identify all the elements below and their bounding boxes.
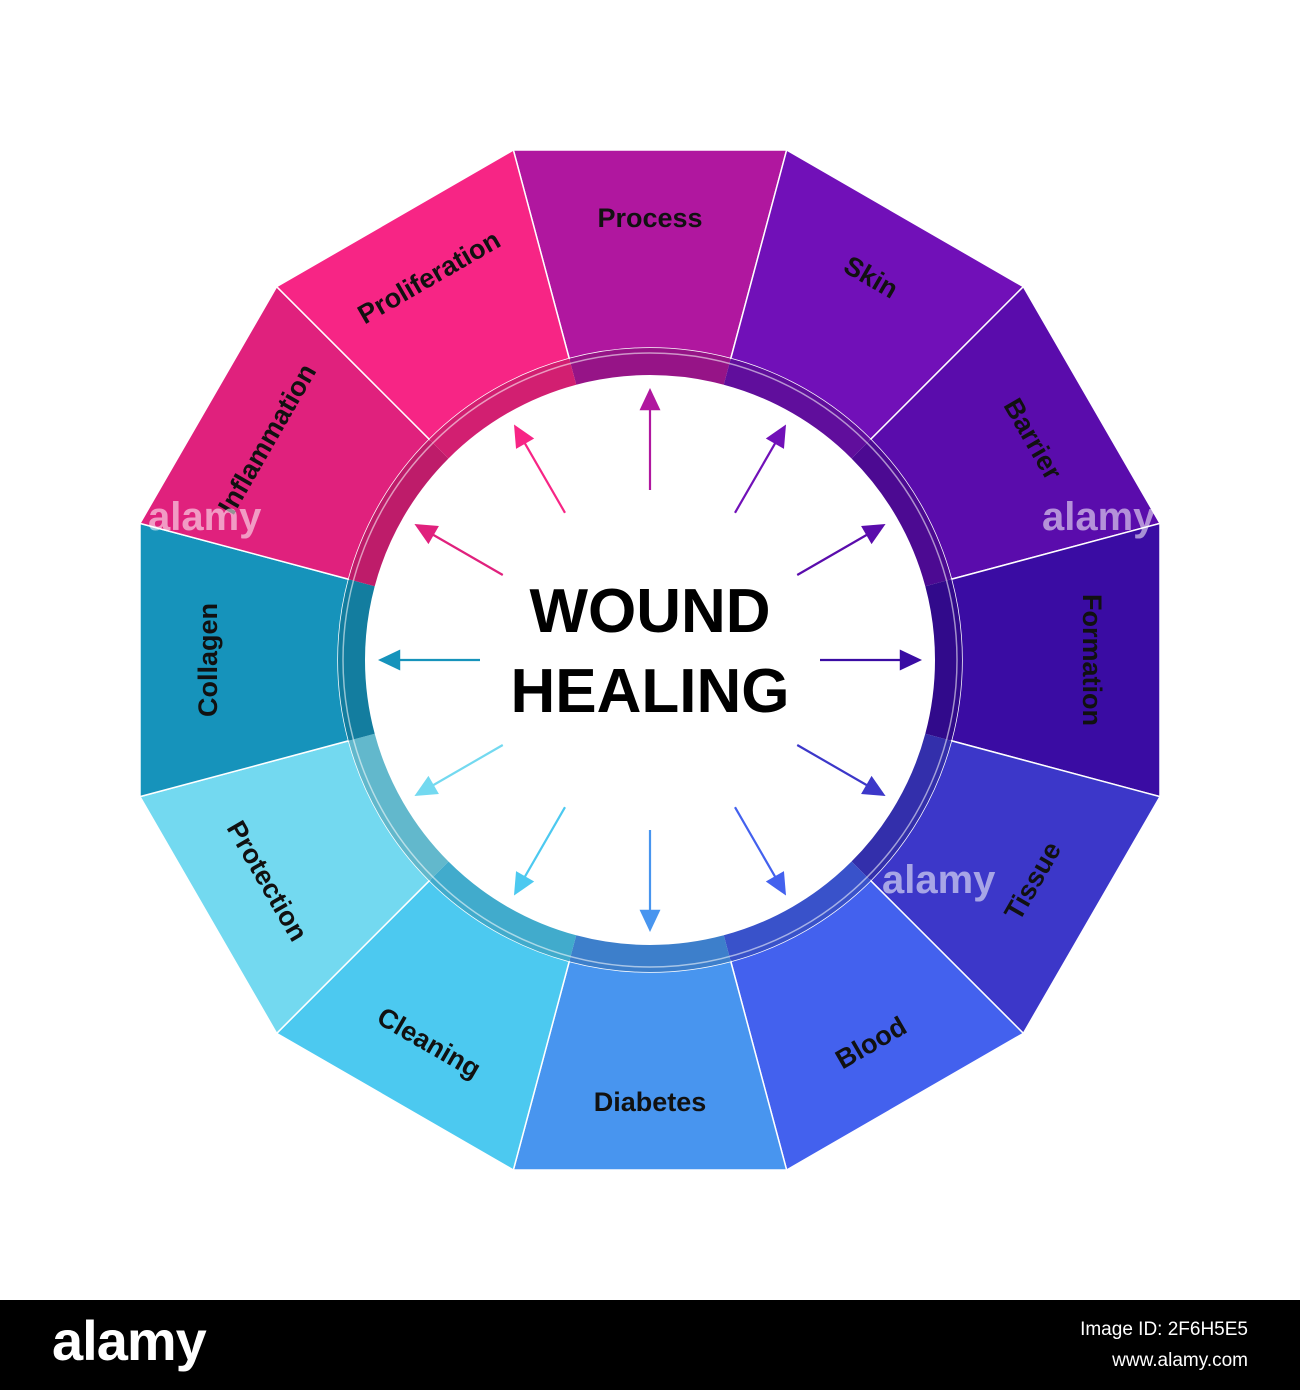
arrow-protection [414, 744, 504, 796]
arrow-collagen [378, 649, 480, 671]
inner-band-process [569, 348, 731, 385]
watermark-left: alamy [148, 495, 262, 539]
inner-band-barrier [851, 439, 952, 587]
watermark-right: alamy [1042, 495, 1156, 539]
inner-ring-divider [342, 352, 958, 968]
arrow-tissue [796, 744, 886, 796]
arrow-barrier [796, 524, 886, 576]
inner-band-formation [925, 579, 962, 741]
label-collagen: Collagen [193, 603, 223, 717]
arrow-proliferation [514, 424, 566, 514]
arrow-formation [820, 649, 922, 671]
arrow-process [639, 388, 661, 490]
inner-band-collagen [338, 579, 375, 741]
inner-band-tissue [851, 733, 952, 881]
arrow-cleaning [514, 806, 566, 896]
footer-url: www.alamy.com [1112, 1350, 1248, 1371]
title-line-2: HEALING [511, 657, 790, 726]
inner-band-protection [348, 733, 449, 881]
arrow-blood [734, 806, 786, 896]
arrow-diabetes [639, 830, 661, 932]
arrow-inflammation [414, 524, 504, 576]
footer-logo: alamy [52, 1309, 207, 1372]
label-process: Process [597, 203, 702, 233]
title-line-1: WOUND [529, 577, 770, 646]
label-diabetes: Diabetes [594, 1087, 707, 1117]
label-formation: Formation [1077, 594, 1107, 726]
arrow-skin [734, 424, 786, 514]
inner-band-skin [723, 358, 871, 459]
segments [138, 148, 1162, 1172]
center-circle [368, 378, 932, 942]
footer-bar: alamy Image ID: 2F6H5E5 www.alamy.com [0, 1300, 1300, 1390]
inner-band-diabetes [569, 935, 731, 972]
watermark-bottom-right: alamy [882, 858, 996, 902]
inner-band-blood [723, 861, 871, 962]
inner-band-cleaning [429, 861, 577, 962]
inner-band-inflammation [348, 439, 449, 587]
footer-info: Image ID: 2F6H5E5 www.alamy.com [1080, 1314, 1248, 1376]
inner-band-proliferation [429, 358, 577, 459]
arrows [378, 388, 922, 932]
footer-image-id: Image ID: 2F6H5E5 [1080, 1319, 1248, 1340]
watermarks: alamy alamy alamy [148, 495, 1156, 902]
wound-healing-diagram: ProcessSkinBarrierFormationTissueBloodDi… [138, 148, 1162, 1172]
